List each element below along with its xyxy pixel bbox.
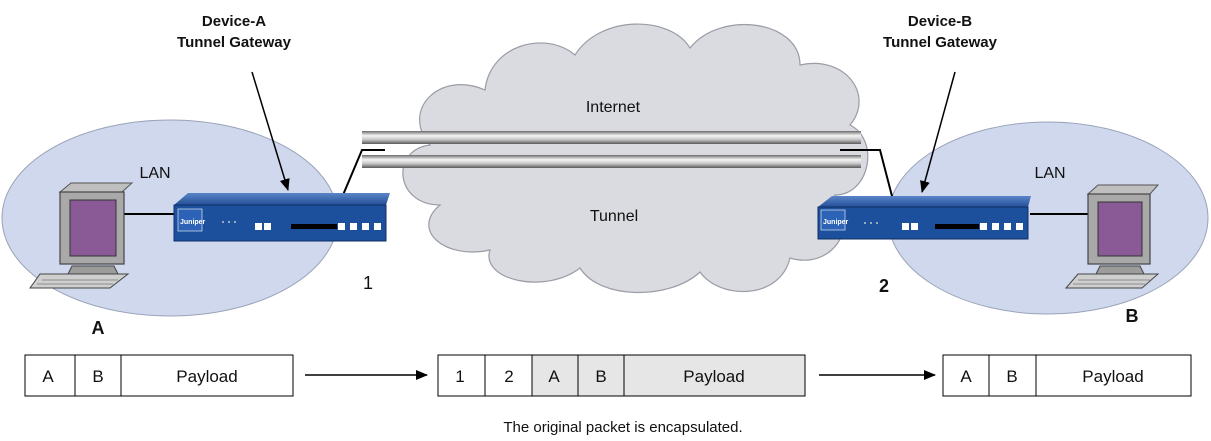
- device-a-brand: Juniper: [180, 219, 206, 226]
- packet-mid-field-dst: B: [595, 367, 606, 386]
- host-a-label: A: [92, 318, 105, 338]
- packet-right-field-dst: B: [1006, 367, 1017, 386]
- device-b-gateway: Juniper: [817, 196, 1031, 240]
- tunnel-pipe-top: [362, 131, 861, 144]
- device-a-pointer: [251, 71, 290, 191]
- packet-mid-field-outer-dst: 2: [504, 367, 513, 386]
- tunnel-pipe-bottom: [362, 155, 861, 168]
- host-a-computer: [29, 182, 134, 289]
- device-a-name: Device-A: [202, 13, 266, 30]
- packet-mid-field-payload: Payload: [683, 367, 744, 386]
- tunnel-label: Tunnel: [590, 208, 638, 225]
- host-b-computer: [1064, 184, 1160, 289]
- link-device-b-tunnel: [840, 149, 894, 201]
- packet-left-field-dst: B: [92, 367, 103, 386]
- packet-original-right: A B Payload: [942, 354, 1192, 397]
- packet-right-field-src: A: [960, 367, 972, 386]
- device-a-role: Tunnel Gateway: [177, 34, 292, 51]
- packet-mid-field-outer-src: 1: [455, 367, 464, 386]
- device-b-name: Device-B: [908, 13, 972, 30]
- device-a-gateway: Juniper: [173, 193, 390, 242]
- packet-left-field-src: A: [42, 367, 54, 386]
- host-b-label: B: [1126, 306, 1139, 326]
- lan-right-label: LAN: [1034, 165, 1065, 182]
- packet-encapsulated: 1 2 A B Payload: [437, 354, 806, 397]
- packet-right-field-payload: Payload: [1082, 367, 1143, 386]
- device-b-pointer: [920, 71, 956, 193]
- packet-left-field-payload: Payload: [176, 367, 237, 386]
- device-b-role: Tunnel Gateway: [883, 34, 998, 51]
- packet-mid-field-src: A: [548, 367, 560, 386]
- internet-label: Internet: [586, 99, 641, 116]
- device-b-brand: Juniper: [823, 219, 849, 226]
- lan-left-label: LAN: [139, 165, 170, 182]
- marker-1: 1: [363, 273, 373, 293]
- marker-2: 2: [879, 276, 889, 296]
- link-device-a-tunnel: [342, 149, 385, 196]
- packet-original-left: A B Payload: [24, 354, 294, 397]
- diagram-caption: The original packet is encapsulated.: [503, 419, 742, 436]
